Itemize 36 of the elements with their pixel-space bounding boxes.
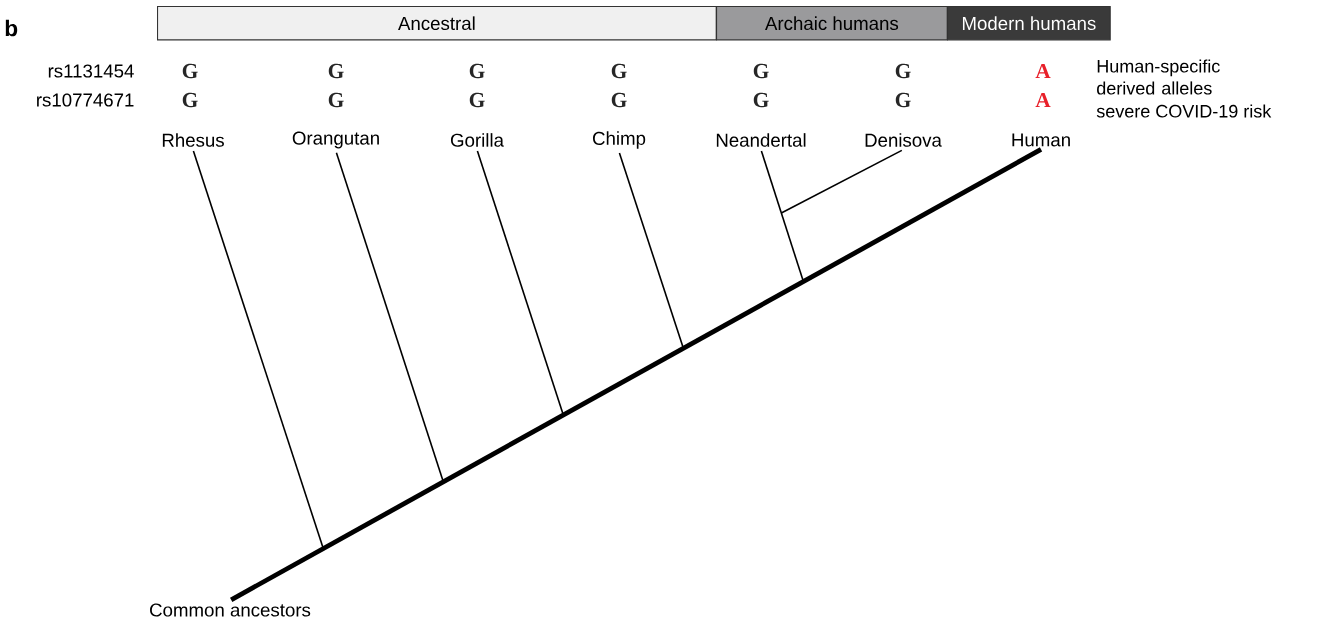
allele-letter: G (611, 63, 627, 79)
panel-letter: b (5, 19, 18, 37)
allele-letter: G (753, 63, 769, 79)
allele-letter: G (182, 63, 198, 79)
branch-line (618, 152, 685, 350)
branch-line (335, 151, 445, 483)
species-label: Denisova (865, 133, 942, 147)
allele-letter: G (895, 92, 911, 108)
allele-letter: G (611, 92, 627, 108)
allele-letter: G (469, 63, 485, 79)
allele-letter: G (895, 63, 911, 79)
note-text: severe COVID-19 risk (1096, 104, 1272, 118)
allele-letter: G (328, 92, 344, 108)
band-box: Archaic humans (716, 6, 948, 41)
branch-line (192, 150, 325, 550)
root-label: Common ancestors (150, 603, 311, 617)
snp-id: rs10774671 (37, 93, 134, 107)
trunk-line (230, 147, 1043, 602)
branch-line (780, 149, 903, 214)
band-box: Modern humans (947, 6, 1111, 41)
allele-letter: G (753, 92, 769, 108)
snp-id: rs1131454 (48, 64, 134, 78)
species-label: Gorilla (451, 133, 504, 147)
species-label: Rhesus (162, 133, 224, 147)
branch-line (476, 150, 565, 416)
species-label: Chimp (593, 131, 646, 149)
band-box: Ancestral (157, 6, 717, 41)
species-label: Orangutan (292, 131, 379, 149)
allele-letter: G (469, 92, 485, 108)
species-label: Human (1012, 133, 1070, 147)
branch-line (760, 150, 805, 283)
allele-letter: A (1035, 63, 1051, 79)
allele-letter: G (328, 63, 344, 79)
allele-letter: A (1035, 92, 1051, 108)
allele-letter: G (182, 92, 198, 108)
species-label: Neandertal (716, 133, 806, 147)
